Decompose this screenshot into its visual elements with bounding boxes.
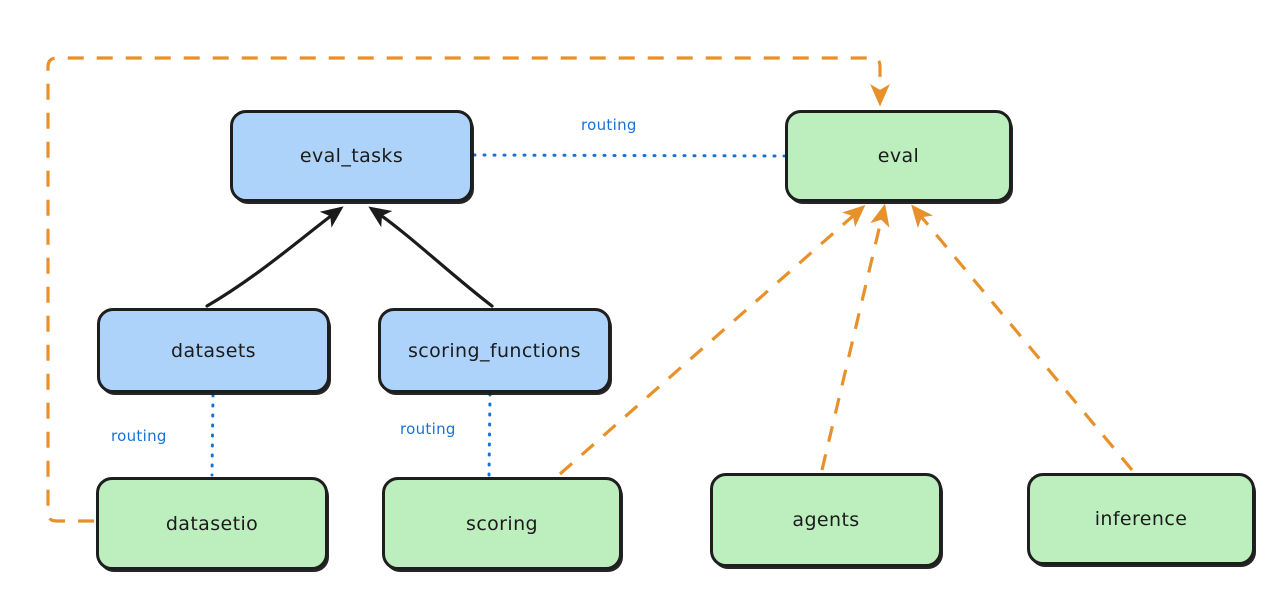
edge-label-routing-datasetio: routing [108, 427, 170, 445]
node-scoring[interactable]: scoring [382, 477, 622, 570]
node-eval-tasks[interactable]: eval_tasks [230, 110, 473, 202]
edge-agents-eval [820, 203, 890, 471]
edge-datasets-datasetio [210, 393, 215, 477]
node-label: scoring_functions [408, 339, 581, 362]
node-label: eval_tasks [299, 145, 404, 167]
edge-label-routing-eval: routing [578, 116, 640, 134]
edge-label-routing-scoring: routing [397, 420, 459, 438]
node-scoring-functions[interactable]: scoring_functions [378, 308, 611, 393]
node-agents[interactable]: agents [710, 473, 942, 567]
node-label: datasets [171, 339, 256, 362]
node-label: inference [1094, 508, 1188, 530]
node-label: eval [877, 145, 920, 167]
edge-scoring_functions-eval_tasks [368, 206, 494, 308]
node-datasets[interactable]: datasets [97, 308, 330, 393]
edge-eval_tasks-eval [472, 153, 786, 158]
edge-scoring-eval [558, 205, 866, 476]
node-datasetio[interactable]: datasetio [96, 477, 328, 570]
edge-inference-eval [911, 204, 1134, 472]
node-inference[interactable]: inference [1027, 473, 1255, 565]
node-label: datasetio [165, 512, 259, 535]
node-label: scoring [466, 512, 538, 535]
node-label: agents [792, 509, 860, 531]
node-eval[interactable]: eval [785, 110, 1012, 202]
edge-datasets-eval_tasks [205, 206, 344, 308]
edge-datasetio-eval [46, 56, 890, 523]
edge-scoring_functions-scoring [487, 392, 492, 478]
